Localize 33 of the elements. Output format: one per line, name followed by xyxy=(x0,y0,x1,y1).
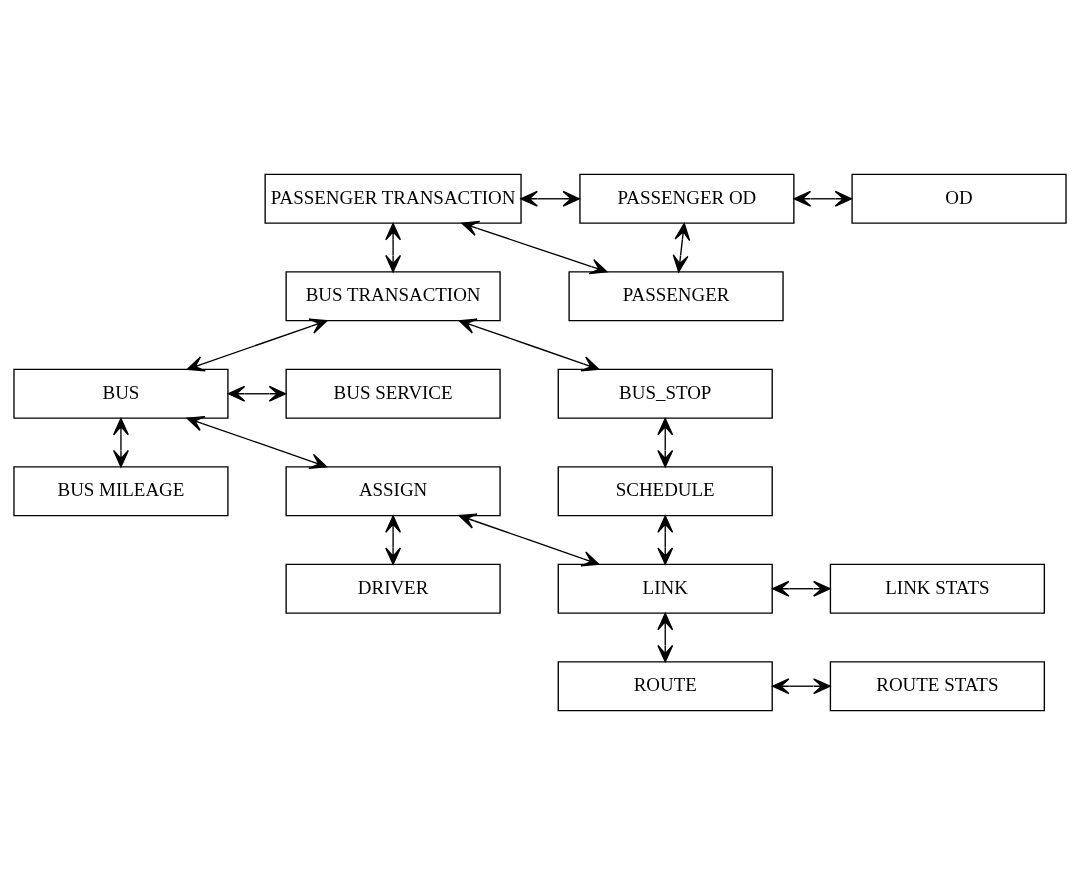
node-box: BUS_STOP xyxy=(557,368,773,419)
node-box: DRIVER xyxy=(285,563,501,614)
node-box: LINK STATS xyxy=(829,563,1046,614)
arrow xyxy=(657,417,674,467)
arrow xyxy=(186,317,328,371)
arrow xyxy=(771,677,831,694)
node-box: ROUTE xyxy=(557,660,773,711)
arrow xyxy=(458,512,600,566)
node-box: OD xyxy=(851,173,1067,224)
arrow xyxy=(227,385,287,402)
arrow xyxy=(520,190,581,207)
arrow xyxy=(458,317,600,371)
node-box: PASSENGER xyxy=(568,270,784,321)
node-box: BUS TRANSACTION xyxy=(285,270,501,321)
arrow xyxy=(793,190,853,207)
arrow xyxy=(461,220,608,274)
arrow xyxy=(771,580,831,597)
arrow xyxy=(385,222,402,272)
node-box: BUS xyxy=(13,368,229,419)
arrow xyxy=(657,514,674,565)
node-box: PASSENGER TRANSACTION xyxy=(264,173,522,224)
node-box: ROUTE STATS xyxy=(829,660,1046,711)
node-box: SCHEDULE xyxy=(557,465,773,516)
arrow xyxy=(672,222,691,272)
node-box: PASSENGER OD xyxy=(579,173,795,224)
node-box: BUS SERVICE xyxy=(285,368,501,419)
arrow xyxy=(385,514,402,565)
node-box: ASSIGN xyxy=(285,465,501,516)
node-box: LINK xyxy=(557,563,773,614)
arrow xyxy=(657,612,674,662)
arrow xyxy=(186,415,328,469)
node-box: BUS MILEAGE xyxy=(13,465,229,516)
arrow xyxy=(112,417,129,467)
